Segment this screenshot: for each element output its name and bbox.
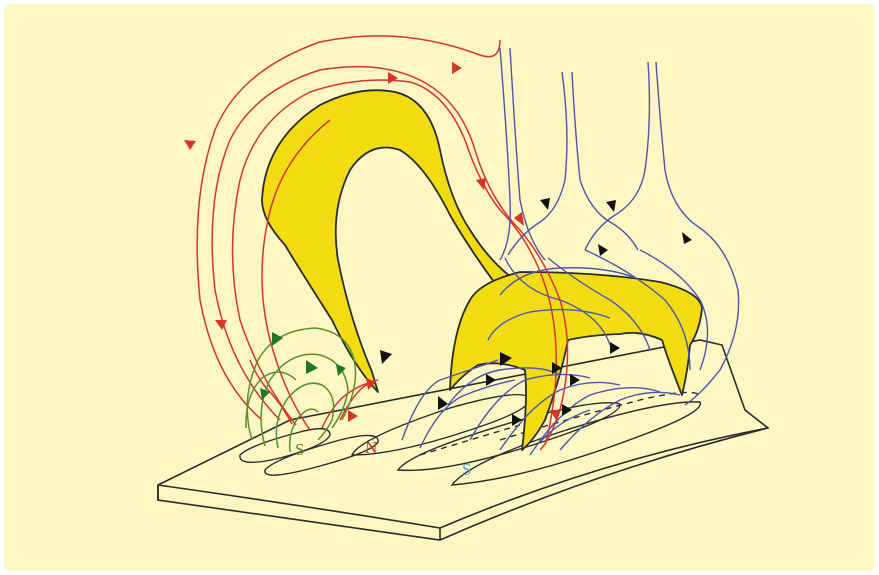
green-s-label: S <box>295 440 304 459</box>
red-n-label: N <box>365 438 377 457</box>
blue-s-label: S <box>462 460 471 479</box>
